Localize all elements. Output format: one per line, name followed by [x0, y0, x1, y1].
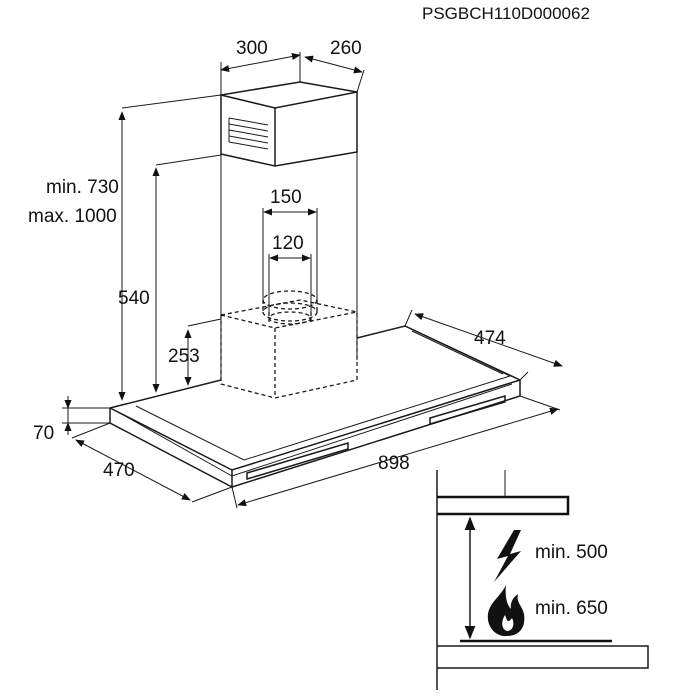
label-120: 120	[272, 233, 304, 254]
clearance-inset: min. 500 min. 650	[436, 470, 649, 690]
dim-width-898: 898	[231, 395, 561, 509]
vent-grille	[228, 117, 269, 150]
label-470: 470	[103, 460, 135, 481]
label-253: 253	[168, 346, 200, 367]
dim-chimney-width: 300	[220, 38, 301, 95]
motor-box	[220, 290, 358, 399]
dim-depth-470: 470	[71, 422, 233, 503]
dim-depth-474: 474	[404, 309, 563, 381]
label-300: 300	[236, 38, 268, 59]
dim-chimney-depth: 260	[304, 38, 365, 93]
reference-code: PSGBCH110D000062	[422, 4, 590, 23]
chimney	[220, 81, 358, 380]
label-260: 260	[330, 38, 362, 59]
label-electric-min: min. 500	[535, 542, 608, 563]
flame-icon	[487, 585, 525, 637]
label-150: 150	[270, 187, 302, 208]
dim-height-253: 253	[168, 318, 222, 386]
label-min-730: min. 730	[46, 177, 119, 198]
label-474: 474	[474, 328, 506, 349]
dim-total-height: min. 730 max. 1000	[28, 94, 222, 401]
label-gas-min: min. 650	[535, 598, 608, 619]
label-max-1000: max. 1000	[28, 206, 117, 227]
dim-height-540: 540	[118, 154, 222, 393]
dim-outlet-120: 120	[268, 233, 312, 312]
lightning-icon	[494, 530, 521, 582]
dim-thickness-70: 70	[33, 396, 110, 444]
label-898: 898	[378, 453, 410, 474]
label-70: 70	[33, 423, 54, 444]
dim-outlet-150: 150	[262, 187, 318, 300]
label-540: 540	[118, 288, 150, 309]
